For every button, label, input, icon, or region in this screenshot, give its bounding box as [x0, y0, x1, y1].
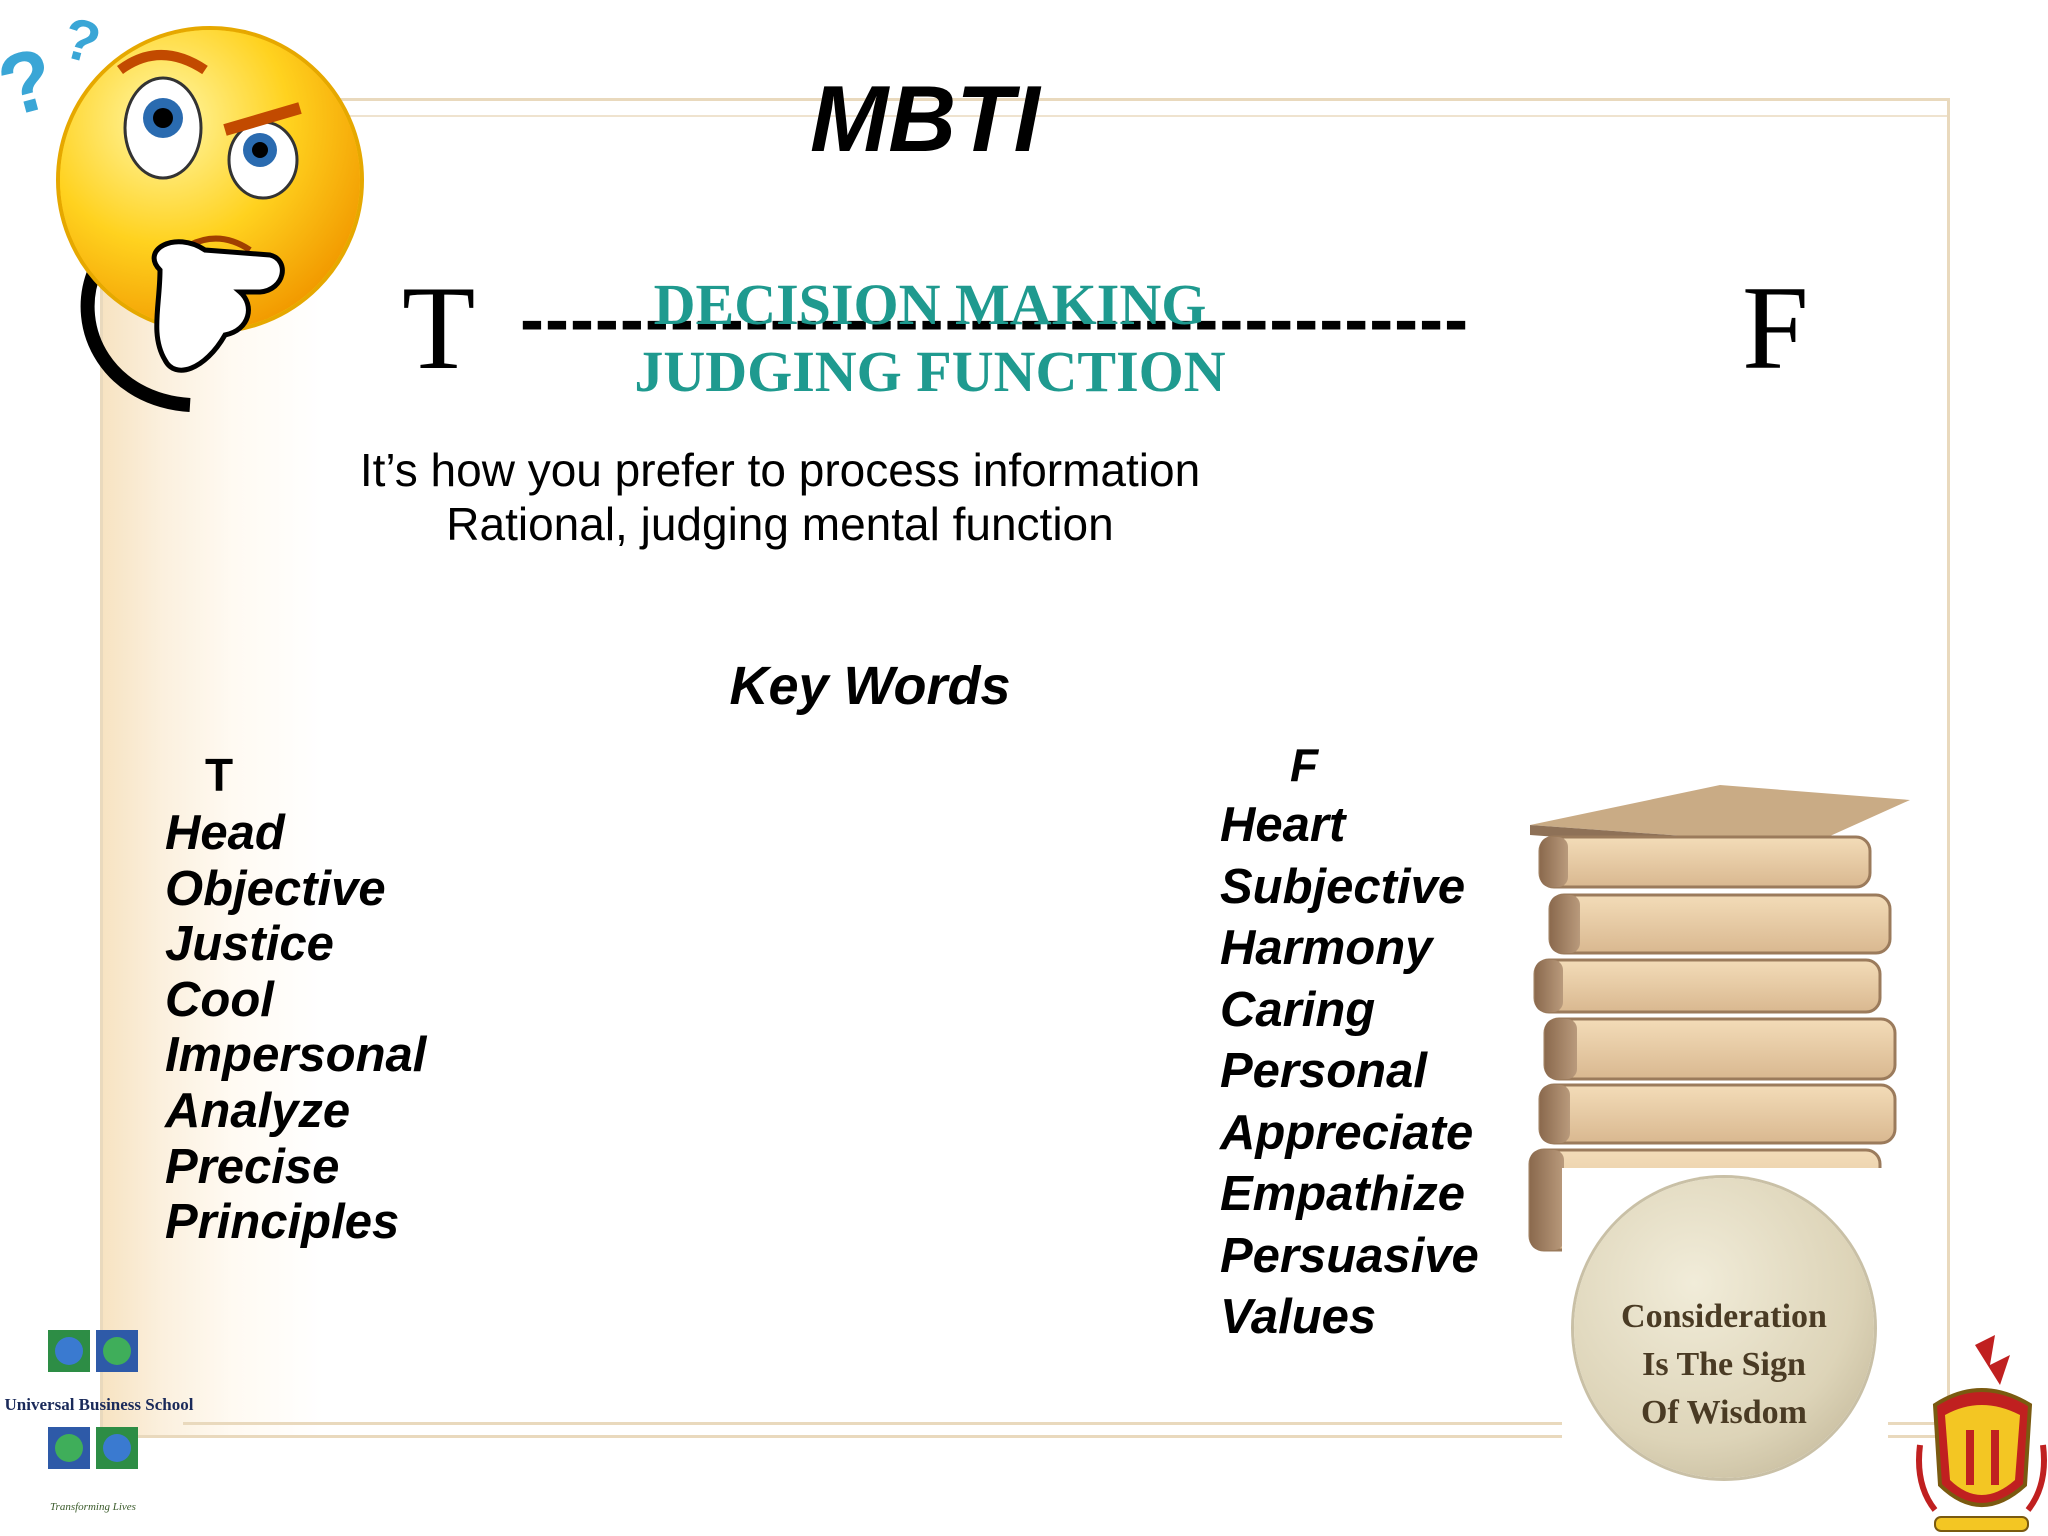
list-item: Impersonal: [165, 1028, 427, 1083]
frame-bottom-rule: [183, 1422, 1947, 1425]
list-item: Justice: [165, 917, 334, 972]
list-item: Subjective: [1220, 859, 1466, 914]
globe-logo-icon: Transforming Lives: [48, 1330, 138, 1513]
thinking-face-icon: ? ?: [0, 5, 364, 412]
list-item: Harmony: [1220, 921, 1433, 975]
f-word-list: Heart Subjective Harmony Caring Personal…: [1220, 795, 1479, 1349]
t-letter: T: [402, 261, 476, 394]
list-item: Values: [1220, 1290, 1377, 1344]
list-item: Cool: [165, 972, 274, 1027]
question-marks-icon: ?: [0, 29, 64, 135]
key-words-label: Key Words: [729, 656, 1011, 716]
list-item: Principles: [165, 1195, 400, 1250]
list-item: Analyze: [165, 1083, 351, 1138]
f-column-heading: F: [1290, 739, 1319, 791]
badge-line-3: Of Wisdom: [1641, 1394, 1807, 1431]
list-item: Empathize: [1220, 1167, 1466, 1221]
list-item: Appreciate: [1220, 1105, 1474, 1160]
list-item: Objective: [165, 861, 386, 916]
f-letter: F: [1742, 261, 1809, 394]
dash-line: --------------------------------------: [520, 300, 1470, 340]
badge-line-2: Is The Sign: [1642, 1346, 1806, 1383]
t-column-heading: T: [205, 749, 234, 801]
logo-name: Universal Business School: [4, 1395, 194, 1414]
slide-title: MBTI: [810, 66, 1040, 171]
list-item: Persuasive: [1220, 1228, 1479, 1283]
list-item: Head: [165, 806, 285, 860]
list-item: Precise: [165, 1139, 340, 1194]
t-word-list: Head Objective Justice Cool Impersonal A…: [165, 806, 426, 1251]
badge-line-1: Consideration: [1621, 1298, 1827, 1335]
description-line-2: Rational, judging mental function: [446, 498, 1114, 550]
description-line-1: It’s how you prefer to process informati…: [359, 444, 1201, 496]
list-item: Heart: [1220, 798, 1346, 852]
wisdom-badge: Consideration Is The Sign Of Wisdom: [1562, 1168, 1888, 1478]
logo-tagline: Transforming Lives: [50, 1501, 136, 1513]
list-item: Caring: [1220, 982, 1376, 1037]
judging-function-heading: JUDGING FUNCTION: [634, 339, 1226, 404]
list-item: Personal: [1220, 1044, 1427, 1098]
badge-circle: Consideration Is The Sign Of Wisdom: [1574, 1178, 1874, 1478]
frame-top-rule: [103, 115, 1947, 117]
crest-icon: [1916, 1335, 2047, 1532]
decision-making-heading: DECISION MAKING: [653, 272, 1207, 337]
svg-text:?: ?: [56, 5, 107, 77]
